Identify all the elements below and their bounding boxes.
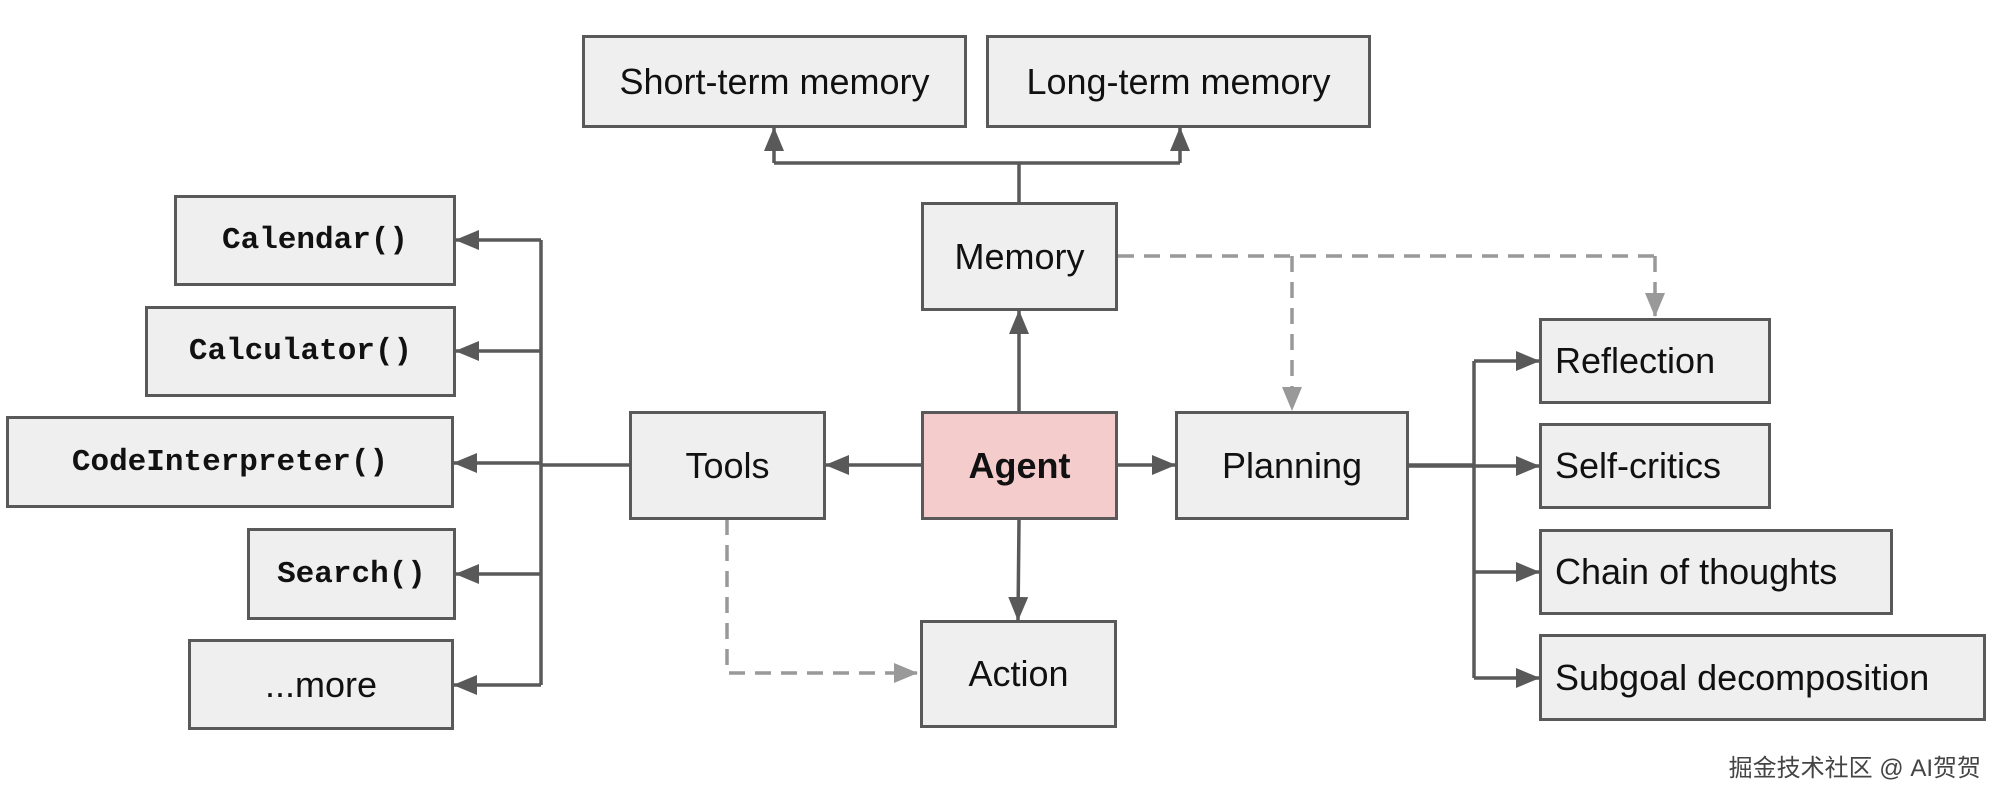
tool-more-box: ...more <box>188 639 454 730</box>
tool-codeinterpreter-box: CodeInterpreter() <box>6 416 454 508</box>
tool-calculator-box: Calculator() <box>145 306 456 397</box>
planning-subgoal-box: Subgoal decomposition <box>1539 634 1986 721</box>
planning-reflection-box: Reflection <box>1539 318 1771 404</box>
tools-box: Tools <box>629 411 826 520</box>
arrow-agent-to-action <box>1008 519 1029 621</box>
planning-chain-of-thoughts-box: Chain of thoughts <box>1539 529 1893 615</box>
tool-calendar-box: Calendar() <box>174 195 456 286</box>
watermark-text: 掘金技术社区 @ AI贺贺 <box>1728 755 1981 782</box>
planning-self-critics-box: Self-critics <box>1539 423 1771 509</box>
tool-search-box: Search() <box>247 528 456 620</box>
short-term-memory-box: Short-term memory <box>582 35 967 128</box>
action-box: Action <box>920 620 1117 728</box>
long-term-memory-box: Long-term memory <box>986 35 1371 128</box>
memory-box: Memory <box>921 202 1118 311</box>
agent-box: Agent <box>921 411 1118 520</box>
dashed-arrow-tools-to-action <box>725 519 918 683</box>
planning-box: Planning <box>1175 411 1409 520</box>
